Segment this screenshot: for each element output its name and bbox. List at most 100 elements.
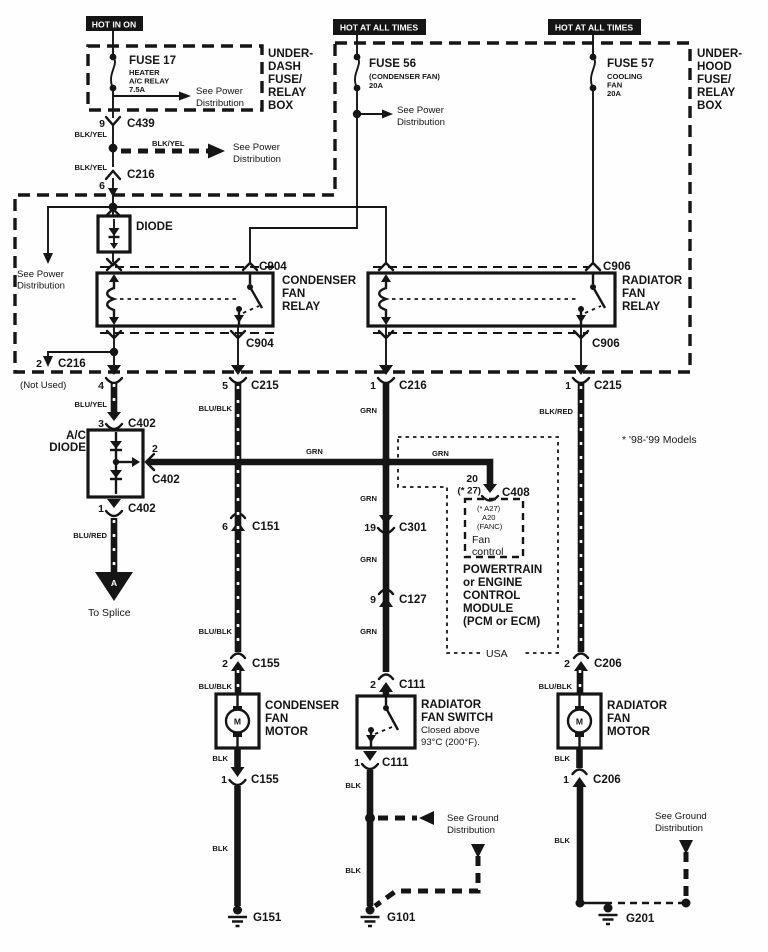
see-ground-arrow-1-icon [419, 811, 434, 825]
c111-connector-top: 2 C111 [370, 673, 426, 692]
c216-not-used-branch: 2 C216 (Not Used) [20, 351, 114, 391]
ground-dot-icon [603, 903, 613, 913]
c127-label: C127 [399, 593, 427, 606]
svg-text:FAN: FAN [607, 712, 630, 725]
fuse-17-desc2: A/C RELAY [129, 77, 169, 86]
wire-blured: BLU/RED [73, 531, 107, 540]
wire-grn-h2: GRN [432, 449, 449, 458]
svg-text:RELAY: RELAY [282, 300, 320, 313]
see-power-arrow-2-icon [208, 143, 225, 159]
radiator-fan-switch: RADIATOR FAN SWITCH Closed above 93°C (2… [355, 694, 493, 750]
ac-diode-symbol-2-icon [110, 470, 122, 478]
svg-text:CONDENSER: CONDENSER [265, 699, 340, 712]
c111-label-top: C111 [399, 678, 426, 691]
power-tag-hot-in-on: HOT IN ON [86, 16, 143, 31]
pin-1-c216: 1 [370, 380, 376, 392]
c408-label: C408 [502, 486, 530, 499]
pin-1-c206: 1 [563, 774, 569, 786]
c402-label-right: C402 [152, 473, 180, 486]
not-used-note: (Not Used) [20, 380, 66, 391]
hot-at-all-times-label-2: HOT AT ALL TIMES [555, 23, 634, 33]
svg-text:MOTOR: MOTOR [607, 725, 651, 738]
pin-4: 4 [98, 380, 104, 392]
diode-label: DIODE [136, 220, 173, 233]
ground-return-arrow-icon [471, 844, 485, 858]
c439-label: C439 [127, 117, 155, 130]
c216-connector-top: BLK/YEL C216 6 [75, 163, 156, 192]
ground-dot-icon [233, 905, 242, 915]
see-ground-ref-2b: Distribution [655, 823, 703, 834]
fuse-56-desc1: (CONDENSER FAN) [369, 72, 440, 81]
svg-text:FUSE/: FUSE/ [697, 73, 732, 86]
c215-label-2: C215 [594, 379, 622, 392]
pin-2-c206: 2 [564, 658, 570, 670]
wire-blk-3: BLK [345, 781, 361, 790]
c216-label-notused: C216 [58, 357, 86, 370]
svg-text:RADIATOR: RADIATOR [421, 698, 482, 711]
blkyel-distribution-arrow: BLK/YEL See Power Distribution [121, 139, 281, 165]
c151-label: C151 [252, 520, 280, 533]
pin-5: 5 [222, 380, 228, 392]
relay-coil-icon [106, 276, 118, 322]
wire-blublk-2: BLU/BLK [199, 627, 233, 636]
svg-text:MODULE: MODULE [463, 602, 514, 615]
c216-label-top: C216 [127, 168, 155, 181]
wire-blublk-3: BLU/BLK [199, 682, 233, 691]
svg-text:CONTROL: CONTROL [463, 589, 520, 602]
c151-connector: 6 C151 [222, 512, 280, 533]
svg-text:RELAY: RELAY [268, 86, 306, 99]
svg-text:A20: A20 [482, 513, 496, 522]
fuse-57: FUSE 57 COOLING FAN 20A [589, 35, 654, 262]
fuse-57-name: FUSE 57 [607, 57, 654, 70]
c402-label-top: C402 [128, 417, 156, 430]
see-power-arrow-4-icon [382, 109, 393, 119]
g201-label: G201 [626, 912, 655, 925]
see-ground-ref-1b: Distribution [447, 825, 495, 836]
power-tag-hot-at-all-times-2: HOT AT ALL TIMES [548, 19, 641, 35]
wire-blk-6: BLK [554, 836, 570, 845]
see-power-ref-4b: Distribution [397, 117, 445, 128]
radiator-motor-column: BLK/RED 2 C206 BLU/BLK M RADIATOR FAN MO… [539, 382, 707, 926]
ground-dot-icon [365, 905, 375, 915]
see-power-ref-1b: Distribution [196, 98, 244, 109]
c155-label-top: C155 [252, 657, 280, 670]
fuse-17-desc1: HEATER [129, 68, 160, 77]
pin-2-ac-diode: 2 [152, 443, 158, 455]
pin5-c215-border-connector: 5 C215 [222, 365, 279, 392]
motor-circle-icon [566, 708, 593, 734]
usa-label: USA [486, 648, 508, 660]
underhood-fuse-box-outline [13, 41, 692, 374]
pin-6: 6 [99, 180, 105, 192]
radiator-switch-column: GRN GRN 19 C301 GRN 9 C127 GRN 2 C111 [345, 382, 499, 928]
wire-bluyel: BLU/YEL [75, 400, 108, 409]
border-entry-arrow-icon [108, 188, 118, 197]
ground-g151: G151 [228, 905, 282, 928]
svg-text:POWERTRAIN: POWERTRAIN [463, 563, 542, 576]
fuse-56-name: FUSE 56 [369, 57, 417, 70]
condenser-motor-column: BLU/BLK 6 C151 BLU/BLK 2 C155 BLU/BLK M … [199, 382, 340, 928]
see-power-ref-1a: See Power [196, 86, 244, 97]
grn-signal-wire [148, 458, 494, 484]
fuse-57-desc2: FAN [607, 81, 622, 90]
svg-text:FAN: FAN [282, 287, 305, 300]
see-power-ref-3a: See Power [17, 269, 65, 280]
svg-text:HOOD: HOOD [697, 60, 732, 73]
wire-grn-1: GRN [360, 406, 377, 415]
wire-blk-5: BLK [554, 754, 570, 763]
wire-grn-3: GRN [360, 555, 377, 564]
svg-text:FAN SWITCH: FAN SWITCH [421, 711, 493, 724]
condenser-fan-relay: C904 CONDENSER FAN RELAY C904 [95, 260, 357, 350]
pin-2-c155: 2 [222, 658, 228, 670]
pin-9-c127: 9 [370, 594, 376, 606]
hot-at-all-times-label-1: HOT AT ALL TIMES [340, 23, 419, 33]
svg-text:MOTOR: MOTOR [265, 725, 309, 738]
diode-symbol-icon [108, 228, 120, 236]
svg-text:(PCM or ECM): (PCM or ECM) [463, 615, 540, 628]
pin4-border-connector: 4 [98, 365, 124, 392]
c206-label-top: C206 [594, 657, 622, 670]
c206-connector-bottom: 1 C206 [563, 768, 621, 787]
wire-grn-h1: GRN [306, 447, 323, 456]
pin-1-c402: 1 [98, 503, 104, 515]
pin-2-c111: 2 [370, 679, 376, 691]
pin-1-c155: 1 [221, 774, 227, 786]
